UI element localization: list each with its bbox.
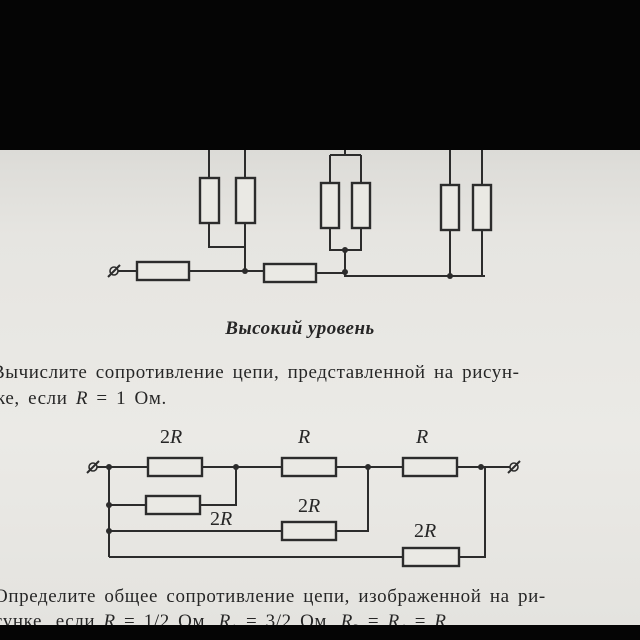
next-problem-fragment: = xyxy=(406,611,435,625)
wire xyxy=(208,223,245,248)
junction-node xyxy=(342,269,348,275)
subscript: 4 xyxy=(400,621,407,625)
wire xyxy=(336,467,369,532)
resistor xyxy=(319,181,341,230)
junction-node xyxy=(478,464,484,470)
wire xyxy=(200,467,237,506)
problem-text-fragment: ке, если xyxy=(0,388,76,409)
next-problem-line-2: сунке, если R = 1/2 Ом, R1 = 3/2 Ом, R3 … xyxy=(0,611,447,625)
resistor xyxy=(135,260,191,282)
problem-text-line-2: ке, если R = 1 Ом. xyxy=(0,388,167,410)
terminal-mark xyxy=(507,460,521,474)
subscript: 3 xyxy=(353,621,360,625)
resistor-label: 2R xyxy=(210,508,232,530)
terminal-mark xyxy=(107,264,121,278)
resistor xyxy=(401,456,459,478)
resistor xyxy=(146,456,204,478)
resistor-label: 2R xyxy=(160,426,182,448)
resistance-symbol: R xyxy=(434,611,447,625)
resistor xyxy=(262,262,318,284)
next-problem-fragment: = 3/2 Ом, xyxy=(237,611,341,625)
resistance-symbol: R xyxy=(75,388,89,409)
problem-text-fragment: = 1 Ом. xyxy=(88,388,167,409)
resistor xyxy=(401,546,461,568)
wire xyxy=(316,272,485,277)
resistor xyxy=(234,176,257,225)
resistor xyxy=(280,456,338,478)
junction-node xyxy=(106,464,112,470)
next-problem-fragment: = xyxy=(359,611,388,625)
resistance-symbol: R xyxy=(218,611,232,625)
junction-node xyxy=(233,464,239,470)
junction-node xyxy=(342,247,348,253)
next-problem-fragment: = 1/2 Ом, xyxy=(115,611,219,625)
junction-node xyxy=(106,502,112,508)
next-problem-line-1: Определите общее сопротивление цепи, изо… xyxy=(0,586,546,607)
resistor xyxy=(471,183,493,232)
resistor xyxy=(439,183,461,232)
resistance-symbol: R xyxy=(103,611,116,625)
wire xyxy=(329,228,362,251)
next-problem-fragment: сунке, если xyxy=(0,611,104,625)
wire xyxy=(459,467,486,558)
resistor xyxy=(144,494,202,516)
junction-node xyxy=(242,268,248,274)
resistor xyxy=(198,176,221,225)
resistance-symbol: R xyxy=(387,611,400,625)
resistor xyxy=(280,520,338,542)
resistor xyxy=(350,181,372,230)
junction-node xyxy=(447,273,453,279)
terminal-mark xyxy=(86,460,100,474)
subscript: 1 xyxy=(231,621,238,625)
section-heading: Высокий уровень xyxy=(225,318,375,339)
resistor-label: 2R xyxy=(298,495,320,517)
main-circuit: 2R R R 2R 2R 2R xyxy=(86,426,521,568)
resistance-symbol: R xyxy=(340,611,353,625)
upper-circuit xyxy=(107,150,493,284)
resistor-label: R xyxy=(297,426,310,448)
junction-node xyxy=(365,464,371,470)
problem-text-line-1: Вычислите сопротивление цепи, представле… xyxy=(0,362,520,383)
resistor-label: R xyxy=(415,426,428,448)
junction-node xyxy=(106,528,112,534)
resistor-label: 2R xyxy=(414,520,436,542)
